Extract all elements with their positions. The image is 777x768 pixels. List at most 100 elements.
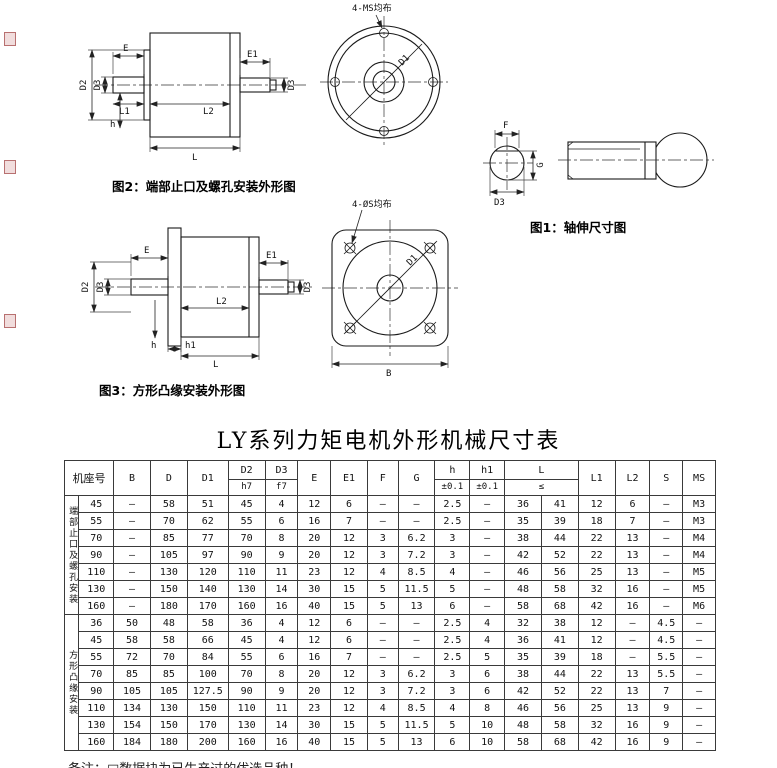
table-cell: 5 — [469, 648, 506, 666]
dim-label: L2 — [216, 297, 227, 307]
bolt-hole — [428, 77, 438, 87]
table-cell: 180 — [149, 597, 188, 615]
table-cell: 23 — [297, 563, 332, 581]
table-cell: 11.5 — [397, 580, 436, 598]
col-header: MS — [682, 460, 716, 496]
frame-size-cell: 90 — [78, 682, 115, 700]
table-cell: 72 — [113, 648, 151, 666]
table-cell: 2.5 — [434, 614, 471, 632]
table-cell: 7 — [614, 512, 651, 530]
table-cell: 39 — [540, 648, 579, 666]
table-cell: 5 — [366, 597, 399, 615]
col-header: G — [397, 460, 436, 496]
table-cell: – — [469, 546, 506, 564]
table-cell: 9 — [649, 716, 684, 734]
table-cell: – — [682, 682, 716, 700]
table-cell: 46 — [504, 699, 542, 717]
table-cell: – — [469, 512, 506, 530]
table-cell: 3 — [434, 546, 471, 564]
table-cell: 25 — [577, 563, 616, 581]
col-subheader: ≤ — [504, 479, 579, 496]
table-cell: – — [614, 614, 651, 632]
table-cell: 66 — [186, 631, 229, 649]
frame-size-cell: 90 — [78, 546, 115, 564]
table-cell: 97 — [186, 546, 229, 564]
col-subheader: ±0.1 — [469, 479, 506, 496]
col-header: D3 — [264, 460, 299, 480]
table-cell: 16 — [614, 597, 651, 615]
col-header: D1 — [186, 460, 229, 496]
dim-label: D3 — [93, 80, 103, 91]
table-cell: – — [469, 580, 506, 598]
frame-size-cell: 55 — [78, 512, 115, 530]
table-cell: 3 — [434, 529, 471, 547]
table-cell: 48 — [504, 716, 542, 734]
table-cell: 13 — [614, 682, 651, 700]
table-cell: 20 — [297, 529, 332, 547]
table-cell: 130 — [149, 699, 188, 717]
dim-label: D1 — [405, 253, 420, 268]
dim-label: E — [123, 44, 128, 54]
table-cell: – — [397, 631, 436, 649]
table-cell: – — [649, 512, 684, 530]
table-cell: 12 — [577, 614, 616, 632]
table-cell: – — [397, 495, 436, 513]
col-header: h1 — [469, 460, 506, 480]
table-cell: 41 — [540, 631, 579, 649]
dim-label: L — [213, 360, 218, 370]
dim-label: E1 — [266, 251, 277, 261]
callout-label: 4-MS均布 — [352, 2, 392, 14]
dim-label: D3 — [287, 80, 297, 91]
table-cell: 3 — [366, 665, 399, 683]
fig1-shaft-section: F G D3 — [483, 121, 546, 208]
table-cell: 13 — [397, 733, 436, 751]
table-cell: – — [469, 529, 506, 547]
table-cell: 8 — [264, 665, 299, 683]
frame-size-cell: 160 — [78, 597, 115, 615]
table-cell: 9 — [649, 699, 684, 717]
frame-size-cell: 45 — [78, 631, 115, 649]
table-cell: 6 — [469, 665, 506, 683]
table-cell: 10 — [469, 733, 506, 751]
table-cell: 58 — [113, 631, 151, 649]
table-cell: 15 — [330, 580, 368, 598]
table-cell: 6 — [330, 614, 368, 632]
frame-header: 机座号 — [63, 460, 115, 496]
table-cell: 14 — [264, 716, 299, 734]
table-cell: 4 — [264, 495, 299, 513]
table-cell: – — [113, 529, 151, 547]
table-cell: 110 — [227, 699, 266, 717]
frame-size-cell: 130 — [78, 716, 115, 734]
table-cell: 2.5 — [434, 631, 471, 649]
table-cell: – — [366, 648, 399, 666]
table-cell: 4.5 — [649, 614, 684, 632]
table-cell: 55 — [227, 648, 266, 666]
table-cell: 105 — [149, 682, 188, 700]
table-cell: 35 — [504, 648, 542, 666]
table-cell: 4 — [469, 614, 506, 632]
table-cell: 68 — [540, 597, 579, 615]
table-cell: 15 — [330, 597, 368, 615]
table-cell: 140 — [186, 580, 229, 598]
table-cell: 4 — [264, 631, 299, 649]
col-header: E1 — [330, 460, 368, 496]
table-cell: 3 — [366, 682, 399, 700]
table-cell: 160 — [227, 733, 266, 751]
table-cell: 184 — [113, 733, 151, 751]
table-cell: – — [397, 512, 436, 530]
frame-size-cell: 130 — [78, 580, 115, 598]
bolt-hole — [330, 77, 340, 87]
table-cell: 14 — [264, 580, 299, 598]
table-cell: 4 — [434, 563, 471, 581]
table-cell: 6 — [330, 495, 368, 513]
frame-size-cell: 70 — [78, 529, 115, 547]
fig2-side-view: E E1 D2 D3 L1 L2 D3 — [79, 32, 306, 163]
table-cell: 22 — [577, 529, 616, 547]
fig1-shaft-sideview — [558, 132, 714, 188]
table-cell: 48 — [149, 614, 188, 632]
table-cell: M5 — [682, 563, 716, 581]
table-cell: – — [113, 495, 151, 513]
frame-size-cell: 160 — [78, 733, 115, 751]
